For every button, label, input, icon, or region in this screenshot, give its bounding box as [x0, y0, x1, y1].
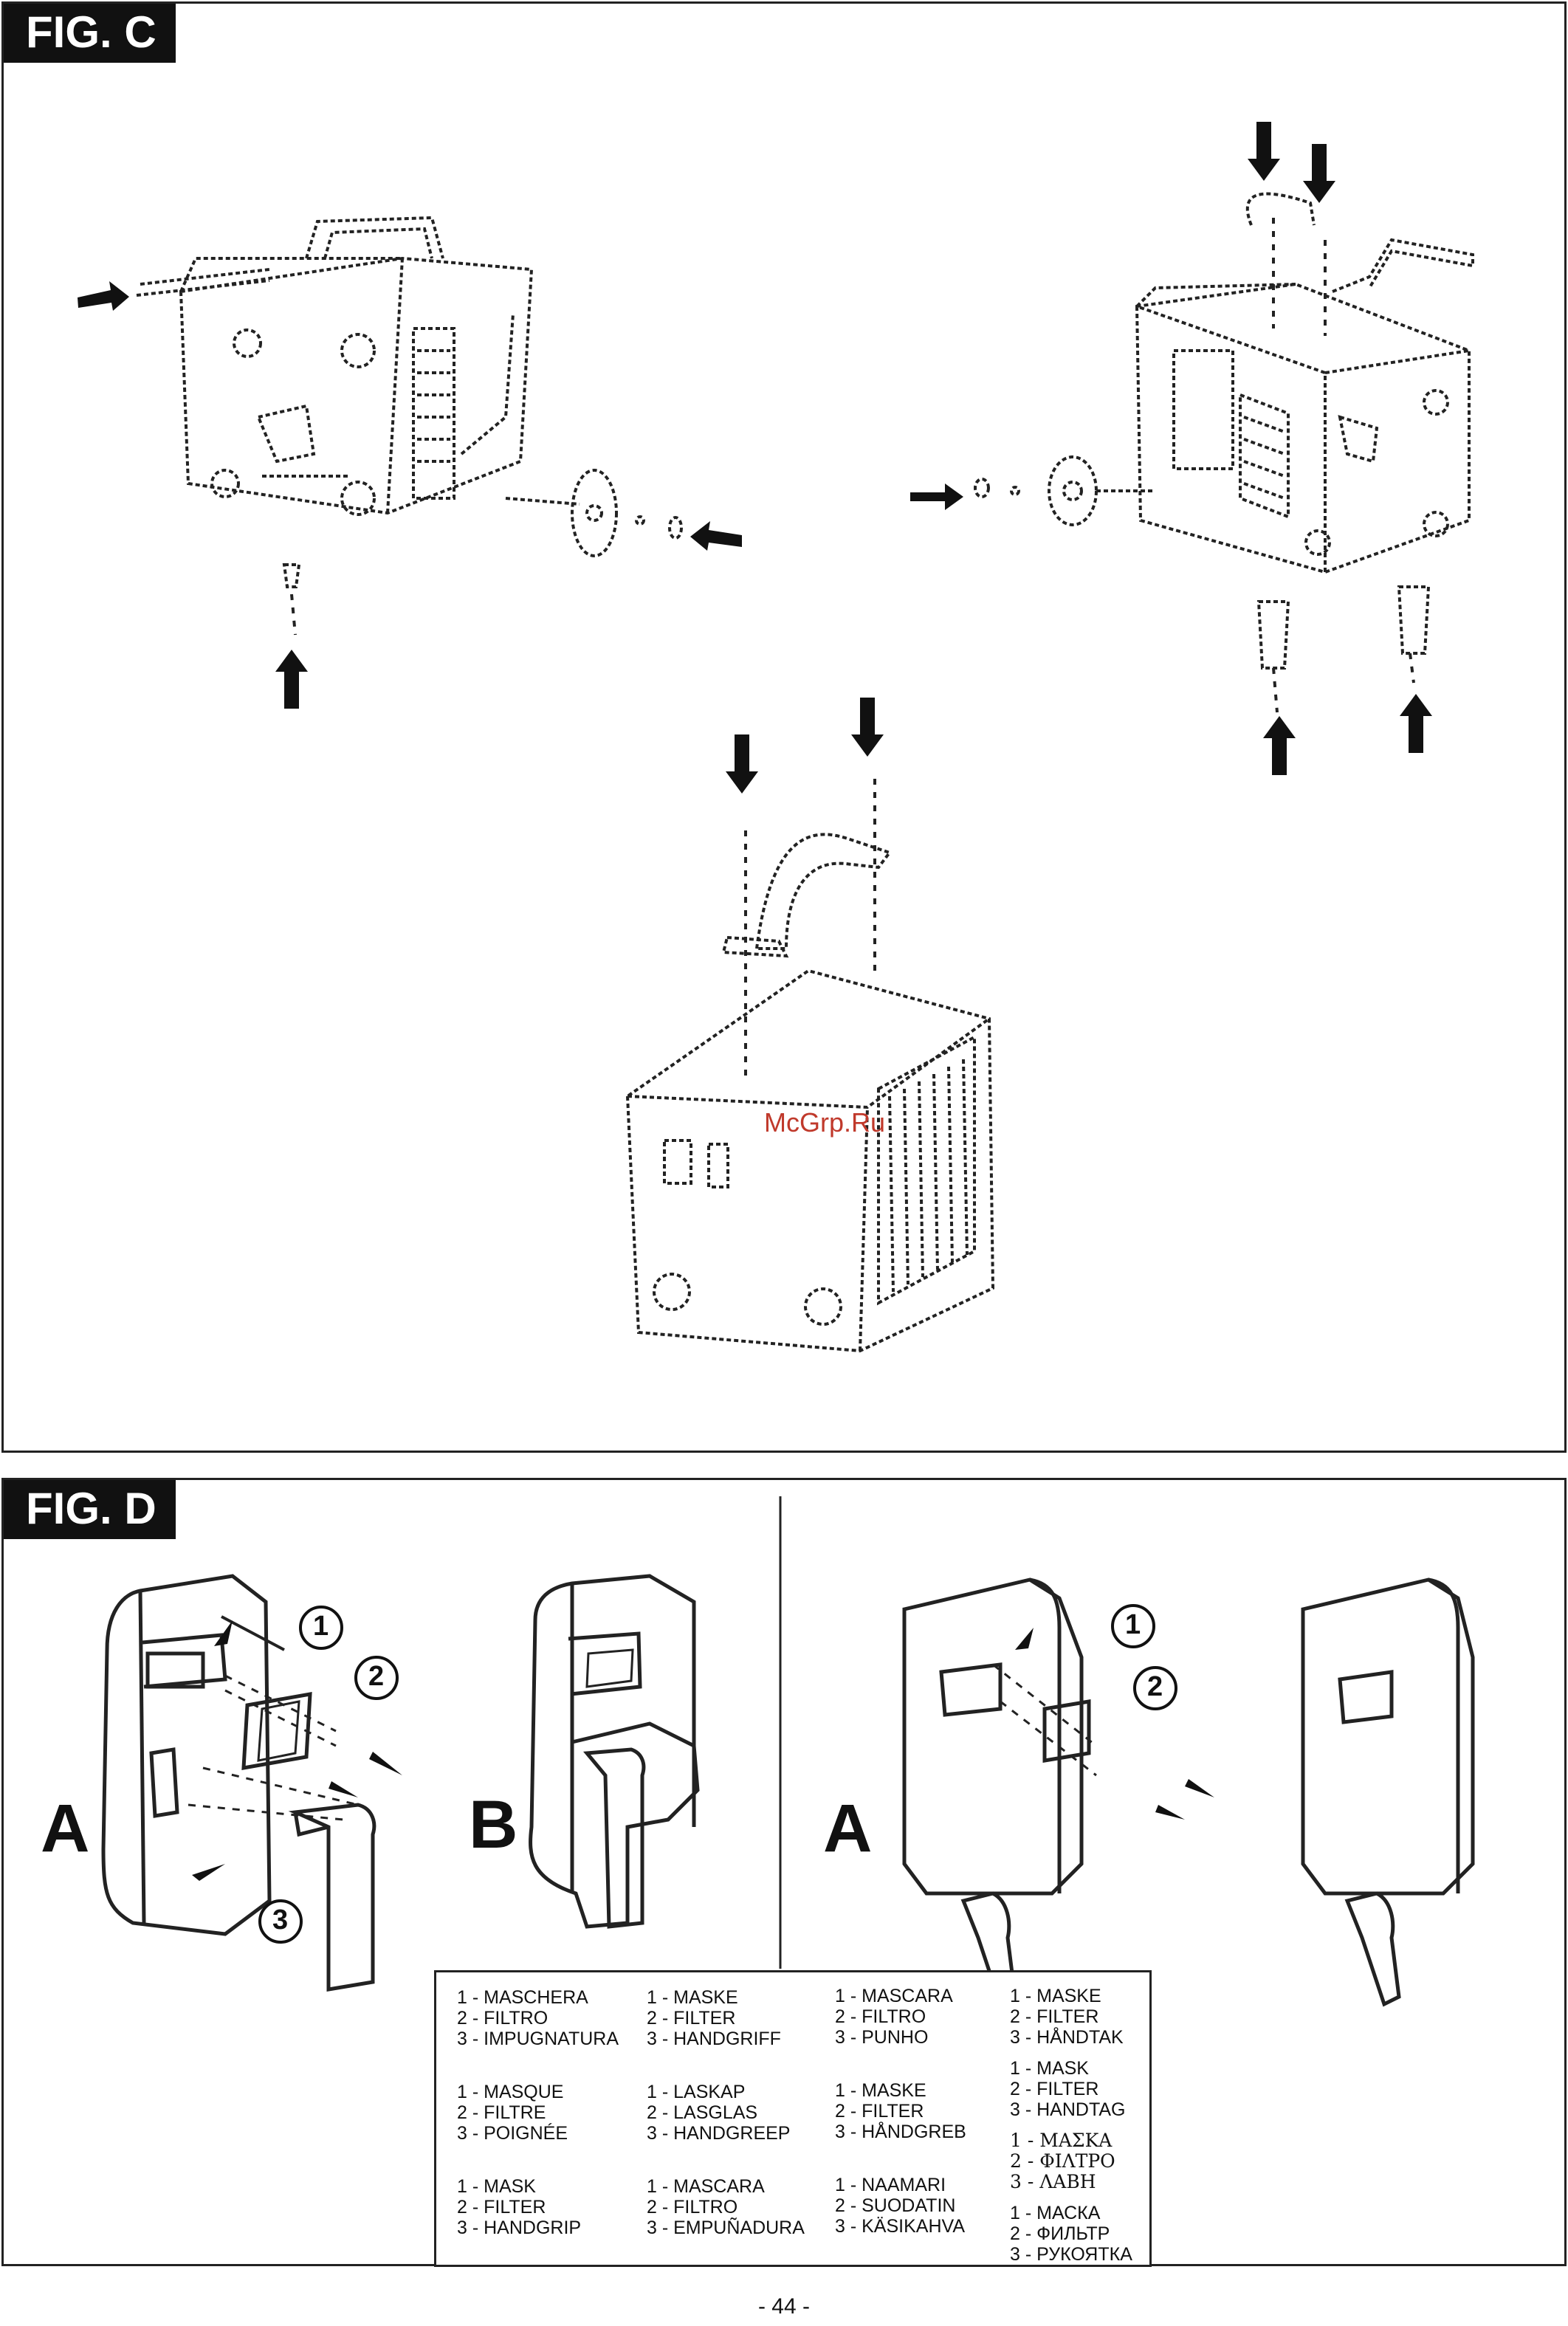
legend-line: 2 - FILTRO [647, 2197, 738, 2217]
legend-line: 1 - MASKE [1010, 1986, 1101, 2006]
mask-left-b-drawing [529, 1574, 700, 1929]
legend-group-de: 1 - MASKE 2 - FILTER 3 - HANDGRIFF [647, 1987, 805, 2049]
legend-line: 1 - MASK [457, 2176, 536, 2197]
legend-line: 1 - MASKE [647, 1987, 738, 2008]
callout-3-left: 3 [272, 1905, 289, 1936]
legend-line: 3 - HANDGRIFF [647, 2029, 781, 2049]
legend-group-fr: 1 - MASQUE 2 - FILTRE 3 - POIGNÉE [457, 2082, 619, 2144]
legend-line: 3 - HANDTAG [1010, 2099, 1126, 2120]
legend-line: 1 - MASCHERA [457, 1987, 588, 2008]
legend-line: 2 - FILTER [835, 2101, 924, 2122]
legend-group-it: 1 - MASCHERA 2 - FILTRO 3 - IMPUGNATURA [457, 1987, 619, 2049]
letter-left-b: B [469, 1787, 518, 1862]
legend-line: 2 - FILTER [1010, 2079, 1099, 2099]
callout-2-right: 2 [1147, 1671, 1163, 1702]
legend-line: 3 - IMPUGNATURA [457, 2029, 619, 2049]
welder-center-drawing [625, 779, 995, 1353]
legend-column-4: 1 - MASKE 2 - FILTER 3 - HÅNDTAK 1 - MAS… [1010, 1986, 1132, 2275]
legend-line: 1 - MASK [1010, 2058, 1089, 2079]
legend-line: 1 - MASQUE [457, 2082, 564, 2102]
fig-c-illustration [78, 122, 1474, 1353]
legend-line: 2 - FILTER [1010, 2006, 1099, 2027]
legend-group-fi: 1 - NAAMARI 2 - SUODATIN 3 - KÄSIKAHVA [835, 2175, 966, 2237]
legend-line: 1 - NAAMARI [835, 2175, 946, 2195]
legend-group-no: 1 - MASKE 2 - FILTER 3 - HÅNDTAK [1010, 1986, 1132, 2048]
legend-line: 3 - ΛΑΒΗ [1010, 2171, 1096, 2192]
legend-line: 2 - FILTER [647, 2008, 736, 2029]
legend-line: 3 - EMPUÑADURA [647, 2217, 805, 2238]
legend-line: 3 - HÅNDTAK [1010, 2027, 1124, 2048]
letter-left-a: A [41, 1791, 90, 1866]
legend-column-3: 1 - MASCARA 2 - FILTRO 3 - PUNHO 1 - MAS… [835, 1986, 966, 2269]
legend-line: 2 - SUODATIN [835, 2195, 956, 2216]
fig-c-title: FIG. C [4, 4, 176, 63]
legend-line: 2 - LASGLAS [647, 2102, 758, 2123]
legend-line: 2 - FILTRO [457, 2008, 549, 2029]
legend-box: 1 - MASCHERA 2 - FILTRO 3 - IMPUGNATURA … [434, 1970, 1152, 2267]
legend-line: 1 - MASCARA [647, 2176, 765, 2197]
callout-1-left: 1 [313, 1611, 329, 1642]
legend-column-2: 1 - MASKE 2 - FILTER 3 - HANDGRIFF 1 - L… [647, 1987, 805, 2271]
mask-right-b-drawing [1301, 1577, 1475, 2007]
fig-c-arrows [78, 122, 1432, 794]
legend-line: 3 - РУКОЯТКА [1010, 2244, 1132, 2265]
legend-group-sv: 1 - MASK 2 - FILTER 3 - HANDTAG [1010, 2058, 1132, 2120]
legend-line: 3 - HANDGRIP [457, 2217, 582, 2238]
welder-right-drawing [974, 192, 1474, 713]
legend-group-da: 1 - MASKE 2 - FILTER 3 - HÅNDGREB [835, 2080, 966, 2142]
welder-left-drawing [136, 216, 683, 636]
legend-line: 2 - FILTRO [835, 2006, 926, 2027]
legend-line: 2 - FILTRE [457, 2102, 546, 2123]
legend-line: 1 - MASKE [835, 2080, 926, 2101]
legend-line: 1 - MASCARA [835, 1986, 953, 2006]
legend-group-nl: 1 - LASKAP 2 - LASGLAS 3 - HANDGREEP [647, 2082, 805, 2144]
legend-line: 3 - POIGNÉE [457, 2123, 568, 2144]
legend-group-ru: 1 - МАСКА 2 - ФИЛЬТР 3 - РУКОЯТКА [1010, 2203, 1132, 2265]
callout-1-right: 1 [1125, 1609, 1141, 1640]
legend-line: 1 - МАСКА [1010, 2203, 1101, 2223]
legend-group-es: 1 - MASCARA 2 - FILTRO 3 - EMPUÑADURA [647, 2176, 805, 2238]
legend-line: 2 - FILTER [457, 2197, 546, 2217]
callout-2-left: 2 [368, 1661, 385, 1692]
legend-group-en: 1 - MASK 2 - FILTER 3 - HANDGRIP [457, 2176, 619, 2238]
callout-circles [258, 1604, 1177, 1944]
mask-right-a-drawing [902, 1577, 1097, 2007]
legend-line: 1 - LASKAP [647, 2082, 746, 2102]
legend-line: 3 - HÅNDGREB [835, 2122, 966, 2142]
legend-line: 2 - ΦΙΛΤΡΟ [1010, 2150, 1115, 2172]
legend-line: 1 - ΜΑΣΚΑ [1010, 2130, 1113, 2151]
legend-column-1: 1 - MASCHERA 2 - FILTRO 3 - IMPUGNATURA … [457, 1987, 619, 2271]
fig-d-title: FIG. D [4, 1480, 176, 1539]
legend-group-el: 1 - ΜΑΣΚΑ 2 - ΦΙΛΤΡΟ 3 - ΛΑΒΗ [1010, 2130, 1132, 2192]
letter-right-a: A [823, 1791, 873, 1866]
fig-d-arrows [192, 1620, 1214, 1881]
legend-group-pt: 1 - MASCARA 2 - FILTRO 3 - PUNHO [835, 1986, 966, 2048]
legend-line: 3 - HANDGREEP [647, 2123, 791, 2144]
legend-line: 3 - KÄSIKAHVA [835, 2216, 965, 2237]
page-number: - 44 - [757, 2294, 811, 2319]
watermark: McGrp.Ru [764, 1107, 886, 1138]
fig-c-panel: FIG. C [1, 1, 1567, 1453]
legend-line: 3 - PUNHO [835, 2027, 929, 2048]
legend-line: 2 - ФИЛЬТР [1010, 2223, 1110, 2244]
